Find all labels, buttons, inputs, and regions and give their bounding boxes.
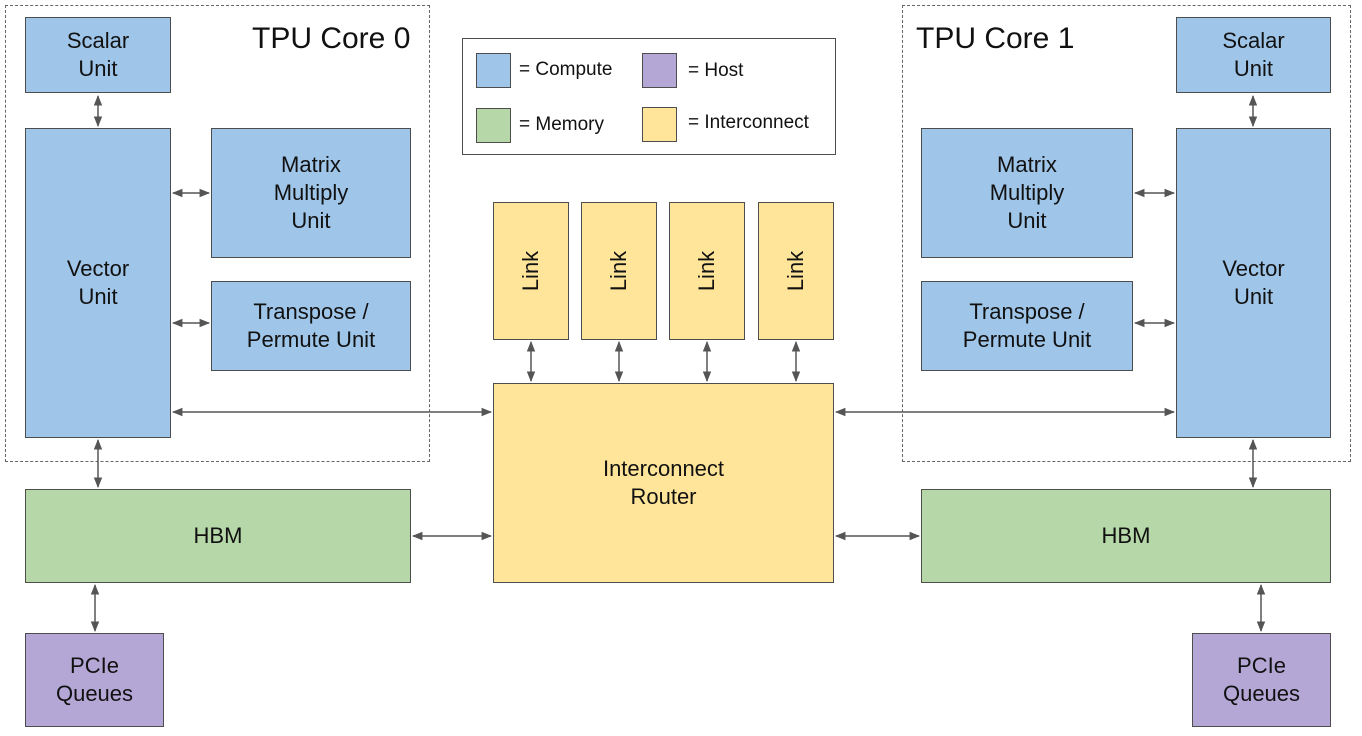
legend-host-label: = Host (688, 60, 744, 81)
legend-interconnect-swatch (642, 107, 677, 142)
core1-matrix-multiply-unit: Matrix Multiply Unit (921, 128, 1133, 258)
core1-transpose-permute-unit: Transpose / Permute Unit (921, 281, 1133, 371)
interconnect-router: Interconnect Router (493, 383, 834, 583)
legend-memory-label: = Memory (519, 114, 604, 135)
tpu-core-1-frame (902, 5, 1351, 462)
legend-host-swatch (642, 53, 677, 88)
legend-compute-label: = Compute (519, 59, 613, 80)
tpu-core-0-title: TPU Core 0 (252, 22, 411, 55)
link-2: Link (581, 202, 657, 340)
link-4: Link (758, 202, 834, 340)
pcie-queues-left: PCIe Queues (25, 633, 164, 727)
hbm-right: HBM (921, 489, 1331, 583)
core0-scalar-unit: Scalar Unit (25, 17, 171, 93)
core1-scalar-unit: Scalar Unit (1176, 17, 1331, 93)
link-1: Link (493, 202, 569, 340)
link-3: Link (669, 202, 745, 340)
core0-transpose-permute-unit: Transpose / Permute Unit (211, 281, 411, 371)
core0-vector-unit: Vector Unit (25, 128, 171, 438)
legend-memory-swatch (476, 108, 511, 143)
core1-vector-unit: Vector Unit (1176, 128, 1331, 438)
tpu-core-0-frame (5, 5, 430, 462)
pcie-queues-right: PCIe Queues (1192, 633, 1331, 727)
tpu-core-1-title: TPU Core 1 (916, 22, 1075, 55)
legend-interconnect-label: = Interconnect (688, 112, 809, 133)
core0-matrix-multiply-unit: Matrix Multiply Unit (211, 128, 411, 258)
hbm-left: HBM (25, 489, 411, 583)
legend-compute-swatch (476, 53, 511, 88)
legend: = Compute = Host = Memory = Interconnect (462, 38, 836, 155)
